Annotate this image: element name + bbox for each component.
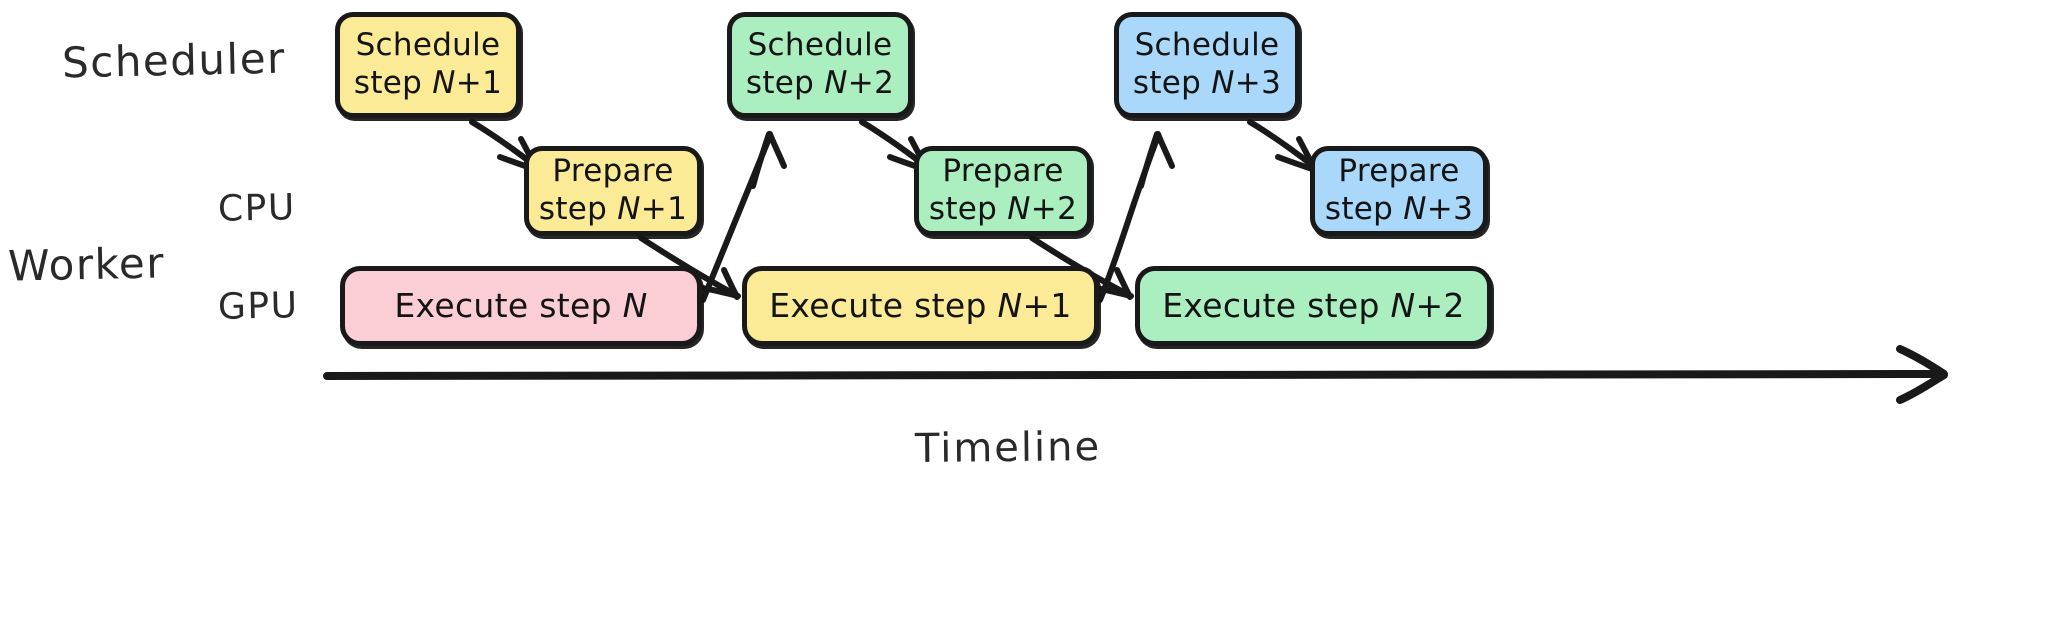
node-prepare-step-n2[interactable]: Prepare step N+2 — [914, 146, 1092, 236]
node-prepare-step-n1[interactable]: Prepare step N+1 — [524, 146, 702, 236]
node-line-1: Execute step N+2 — [1162, 285, 1465, 325]
node-line-1: Schedule — [355, 27, 501, 64]
arrow-schedule-n3-to-prepare-n3 — [1247, 119, 1321, 175]
axis-label-timeline: Timeline — [914, 424, 1102, 472]
node-line-1: Schedule — [747, 27, 893, 64]
node-line-1: Prepare — [552, 153, 674, 190]
row-label-cpu: CPU — [217, 187, 297, 230]
node-schedule-step-n2[interactable]: Schedule step N+2 — [727, 12, 913, 118]
node-line-2: step N+1 — [538, 191, 688, 227]
node-line-1: Prepare — [942, 153, 1064, 190]
node-line-2: step N+2 — [928, 191, 1078, 227]
node-line-1: Schedule — [1134, 27, 1280, 64]
row-label-worker: Worker — [7, 238, 166, 291]
row-label-gpu: GPU — [217, 285, 299, 328]
timeline-axis-arrow — [323, 345, 1948, 404]
node-line-2: step N+3 — [1324, 191, 1474, 227]
node-line-2: step N+1 — [353, 65, 503, 101]
node-line-1: Prepare — [1338, 153, 1460, 190]
node-line-1: Execute step N+1 — [769, 285, 1072, 325]
node-execute-step-n1[interactable]: Execute step N+1 — [742, 266, 1099, 346]
node-schedule-step-n3[interactable]: Schedule step N+3 — [1114, 12, 1300, 118]
node-execute-step-n[interactable]: Execute step N — [340, 266, 702, 346]
node-prepare-step-n3[interactable]: Prepare step N+3 — [1310, 146, 1488, 236]
node-line-1: Execute step N — [394, 285, 648, 325]
node-execute-step-n2[interactable]: Execute step N+2 — [1135, 266, 1492, 346]
node-line-2: step N+2 — [745, 65, 895, 101]
node-line-2: step N+3 — [1132, 65, 1282, 101]
row-label-scheduler: Scheduler — [61, 33, 287, 88]
node-schedule-step-n1[interactable]: Schedule step N+1 — [335, 12, 521, 118]
